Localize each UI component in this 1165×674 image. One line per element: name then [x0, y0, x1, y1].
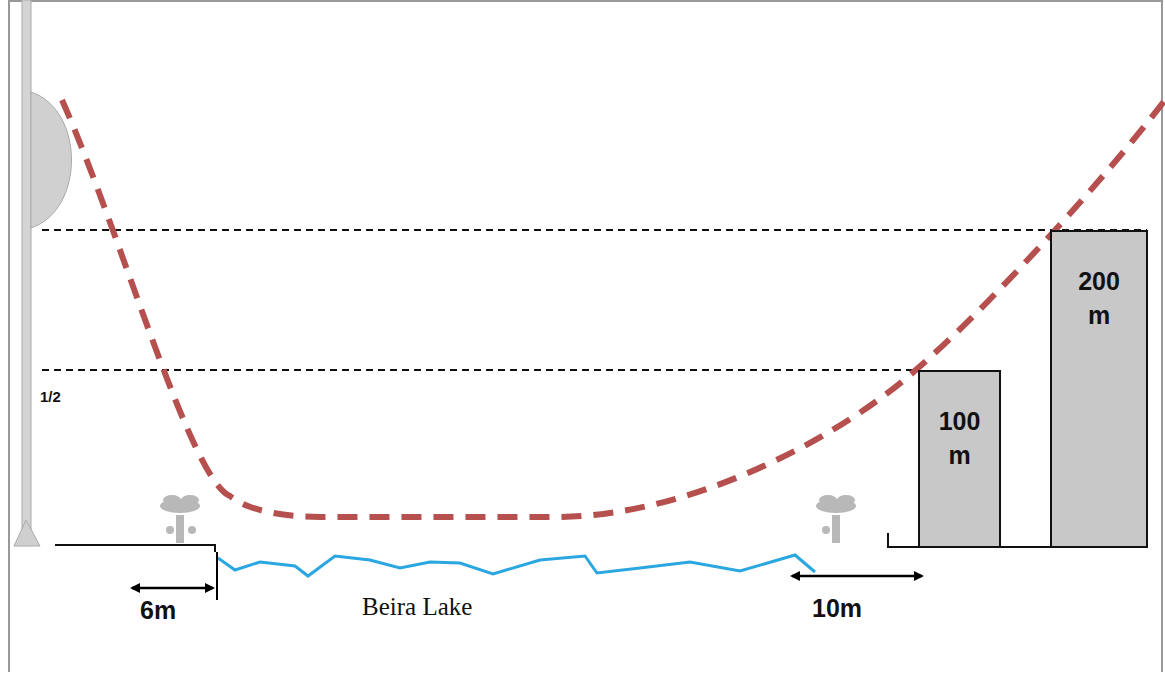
dimension-arrow — [792, 575, 922, 578]
pole — [22, 0, 31, 530]
ground-left — [55, 545, 215, 552]
dimension-arrow — [132, 587, 213, 590]
level-line — [42, 229, 1147, 231]
dimension-tick — [216, 552, 218, 600]
height-label: 100 m — [930, 404, 990, 472]
height-label: 200 m — [1069, 264, 1129, 332]
lake-shore — [218, 555, 815, 576]
lake-name: Beira Lake — [362, 593, 472, 621]
building-box: 100 m — [918, 370, 1001, 548]
level-line — [42, 369, 918, 371]
tree — [816, 495, 856, 543]
ratio-label: 1/2 — [40, 388, 61, 405]
pole-base — [14, 520, 40, 546]
building-box: 200 m — [1050, 230, 1148, 548]
frame-border — [8, 0, 1163, 672]
dimension-label: 10m — [812, 594, 862, 623]
dimension-label: 6m — [140, 596, 176, 625]
tree — [160, 495, 200, 543]
